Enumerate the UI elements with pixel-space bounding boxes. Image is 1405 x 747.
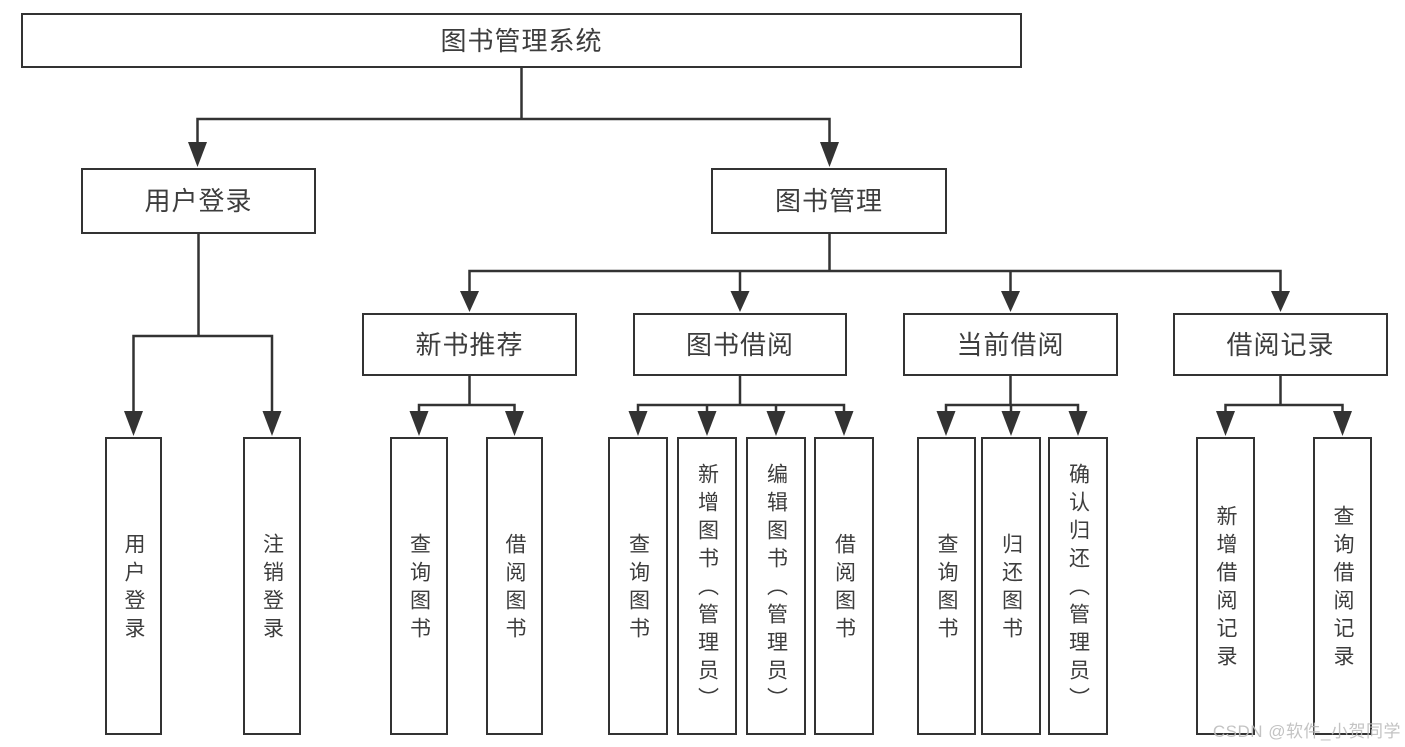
node-cb-confirm-return-admin: 确认归还（管理员） bbox=[1048, 437, 1108, 735]
node-user-login-action: 用户登录 bbox=[105, 437, 162, 735]
node-label: 当前借阅 bbox=[956, 329, 1065, 360]
node-library-system: 图书管理系统 bbox=[21, 13, 1022, 68]
node-bb-add-books-admin: 新增图书（管理员） bbox=[677, 437, 737, 735]
node-br-add-record: 新增借阅记录 bbox=[1196, 437, 1255, 735]
node-book-management: 图书管理 bbox=[711, 168, 947, 234]
node-label: 查询图书 bbox=[626, 533, 650, 645]
node-cb-query-books: 查询图书 bbox=[917, 437, 976, 735]
node-label: 用户登录 bbox=[144, 186, 253, 216]
node-label: 查询图书 bbox=[935, 533, 958, 645]
node-logout-action: 注销登录 bbox=[243, 437, 301, 735]
node-cb-return-books: 归还图书 bbox=[981, 437, 1041, 735]
node-label: 新增图书（管理员） bbox=[695, 463, 719, 715]
node-label: 注销登录 bbox=[260, 533, 284, 645]
node-bb-borrow-books: 借阅图书 bbox=[814, 437, 874, 735]
node-borrow-records: 借阅记录 bbox=[1173, 313, 1388, 376]
node-label: 新书推荐 bbox=[415, 329, 524, 360]
node-label: 查询图书 bbox=[407, 533, 431, 645]
node-br-query-record: 查询借阅记录 bbox=[1313, 437, 1372, 735]
node-label: 确认归还（管理员） bbox=[1066, 463, 1090, 715]
node-label: 借阅记录 bbox=[1226, 329, 1335, 360]
watermark-text: CSDN @软件_小贺同学 bbox=[1212, 722, 1401, 741]
node-nb-query-books: 查询图书 bbox=[390, 437, 448, 735]
node-label: 新增借阅记录 bbox=[1214, 505, 1237, 673]
node-label: 图书借阅 bbox=[685, 329, 794, 360]
node-book-borrow: 图书借阅 bbox=[633, 313, 847, 376]
node-bb-edit-books-admin: 编辑图书（管理员） bbox=[746, 437, 806, 735]
node-label: 编辑图书（管理员） bbox=[764, 463, 788, 715]
node-bb-query-books: 查询图书 bbox=[608, 437, 668, 735]
node-label: 图书管理系统 bbox=[440, 25, 603, 56]
node-current-borrow: 当前借阅 bbox=[903, 313, 1118, 376]
node-label: 查询借阅记录 bbox=[1331, 505, 1354, 673]
node-user-login: 用户登录 bbox=[81, 168, 316, 234]
node-label: 用户登录 bbox=[122, 533, 145, 645]
node-new-book-recommend: 新书推荐 bbox=[362, 313, 577, 376]
node-label: 图书管理 bbox=[774, 186, 883, 216]
node-label: 借阅图书 bbox=[832, 533, 856, 645]
node-label: 归还图书 bbox=[999, 533, 1023, 645]
node-nb-borrow-books: 借阅图书 bbox=[486, 437, 543, 735]
node-label: 借阅图书 bbox=[503, 533, 526, 645]
